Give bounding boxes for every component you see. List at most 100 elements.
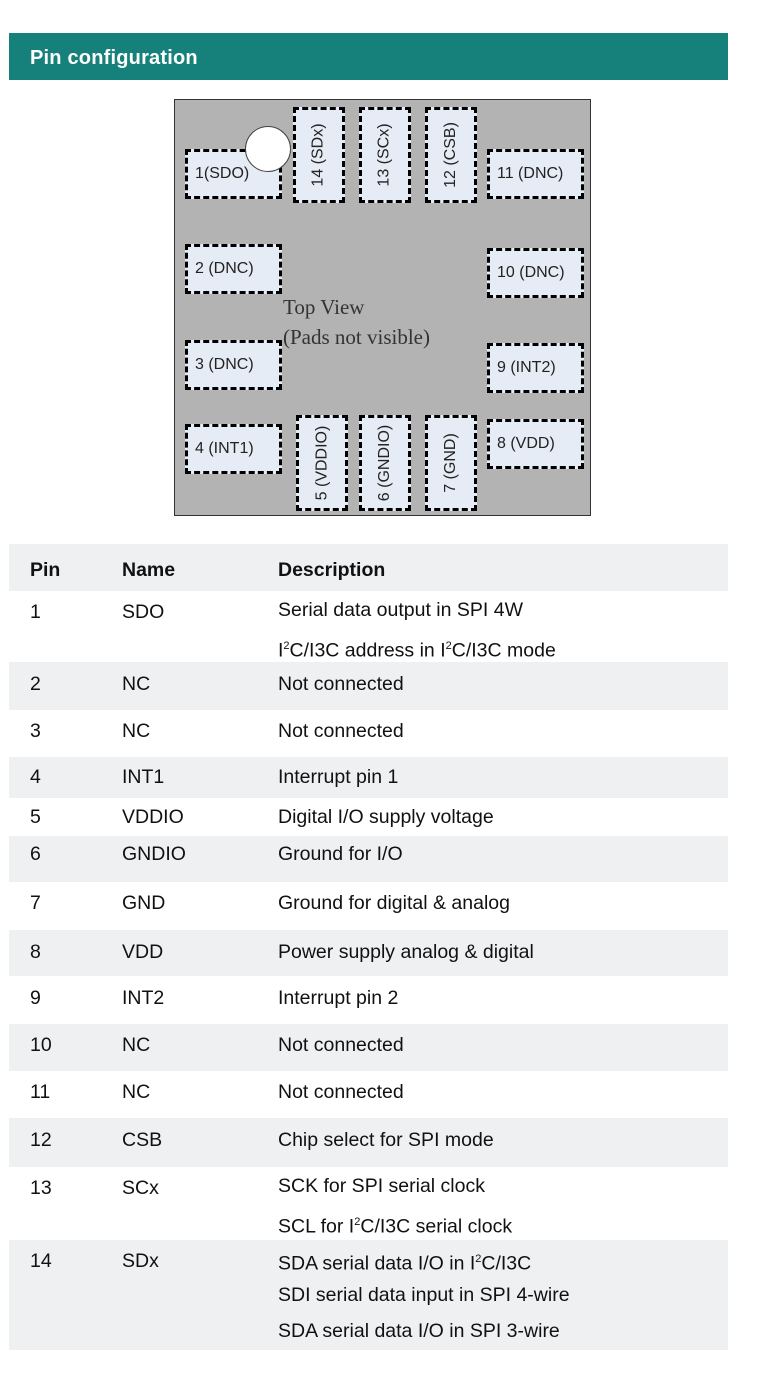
cell-description: Power supply analog & digital	[278, 941, 534, 963]
pad-9: 9 (INT2)	[487, 343, 584, 393]
cell-pin: 4	[30, 766, 41, 788]
pad-12: 12 (CSB)	[425, 107, 477, 203]
cell-description: Digital I/O supply voltage	[278, 806, 494, 828]
header-pin: Pin	[30, 559, 61, 581]
cell-name: GNDIO	[122, 843, 186, 865]
desc-line: SCL for I2C/I3C serial clock	[278, 1215, 513, 1238]
cell-pin: 13	[30, 1177, 52, 1199]
table-row: 6 GNDIO Ground for I/O	[9, 836, 728, 882]
cell-name: NC	[122, 673, 151, 695]
cell-name: INT1	[122, 766, 165, 788]
pad-3: 3 (DNC)	[185, 340, 282, 390]
pad-4-label: 4 (INT1)	[195, 440, 254, 457]
cell-pin: 14	[30, 1250, 52, 1272]
pad-12-label: 12 (CSB)	[442, 122, 460, 188]
pad-3-label: 3 (DNC)	[195, 356, 254, 373]
cell-pin: 6	[30, 843, 41, 865]
package-diagram: 1(SDO) 2 (DNC) 3 (DNC) 4 (INT1) 5 (VDDIO…	[174, 99, 591, 516]
table-row: 8 VDD Power supply analog & digital	[9, 930, 728, 976]
cell-pin: 7	[30, 892, 41, 914]
cell-description: Ground for digital & analog	[278, 892, 510, 914]
pad-4: 4 (INT1)	[185, 424, 282, 474]
cell-description: Chip select for SPI mode	[278, 1129, 494, 1151]
pad-2: 2 (DNC)	[185, 244, 282, 294]
cell-pin: 12	[30, 1129, 52, 1151]
pad-8: 8 (VDD)	[487, 419, 584, 469]
cell-description: Not connected	[278, 1034, 404, 1056]
cell-description: Serial data output in SPI 4W I2C/I3C add…	[278, 592, 556, 664]
pad-2-label: 2 (DNC)	[195, 260, 254, 277]
cell-description: Not connected	[278, 1081, 404, 1103]
cell-pin: 11	[30, 1081, 51, 1103]
section-header: Pin configuration	[9, 33, 728, 80]
desc-line: I2C/I3C address in I2C/I3C mode	[278, 639, 556, 662]
desc-line: Serial data output in SPI 4W	[278, 599, 523, 621]
cell-description: Ground for I/O	[278, 843, 403, 865]
cell-description: SCK for SPI serial clock SCL for I2C/I3C…	[278, 1168, 512, 1240]
table-row: 7 GND Ground for digital & analog	[9, 882, 728, 930]
cell-description: Interrupt pin 1	[278, 766, 399, 788]
pad-7-label: 7 (GND)	[442, 433, 459, 493]
pad-5: 5 (VDDIO)	[296, 415, 348, 511]
cell-description: SDA serial data I/O in I2C/I3C SDI seria…	[278, 1241, 570, 1349]
pin1-marker	[245, 126, 291, 172]
top-view-caption: Top View (Pads not visible)	[283, 292, 430, 352]
pad-6-label: 6 (GNDIO)	[376, 424, 394, 502]
section-title: Pin configuration	[30, 47, 198, 69]
cell-pin: 10	[30, 1034, 52, 1056]
pad-11: 11 (DNC)	[487, 149, 584, 199]
table-row: 4 INT1 Interrupt pin 1	[9, 757, 728, 798]
cell-description: Not connected	[278, 673, 404, 695]
pad-14: 14 (SDx)	[293, 107, 345, 203]
cell-name: SCx	[122, 1177, 159, 1199]
header-description: Description	[278, 559, 386, 581]
table-header-row: Pin Name Description	[9, 544, 728, 591]
cell-name: NC	[122, 1081, 151, 1103]
table-row: 12 CSB Chip select for SPI mode	[9, 1118, 728, 1167]
cell-name: GND	[122, 892, 166, 914]
cell-name: SDO	[122, 601, 165, 623]
cell-name: VDDIO	[122, 806, 184, 828]
desc-line: SCK for SPI serial clock	[278, 1175, 485, 1197]
cell-description: Interrupt pin 2	[278, 987, 399, 1009]
pad-5-label: 5 (VDDIO)	[313, 425, 331, 501]
cell-name: INT2	[122, 987, 165, 1009]
cell-name: NC	[122, 720, 151, 742]
top-view-line2: (Pads not visible)	[283, 325, 430, 349]
table-row: 1 SDO Serial data output in SPI 4W I2C/I…	[9, 591, 728, 662]
pad-14-label: 14 (SDx)	[310, 123, 327, 187]
pad-1-label: 1(SDO)	[195, 165, 250, 182]
pad-7: 7 (GND)	[425, 415, 477, 511]
cell-pin: 9	[30, 987, 41, 1009]
cell-name: VDD	[122, 941, 164, 963]
table-row: 3 NC Not connected	[9, 710, 728, 757]
cell-pin: 8	[30, 941, 41, 963]
pad-6: 6 (GNDIO)	[359, 415, 411, 511]
desc-line: SDA serial data I/O in I2C/I3C	[278, 1252, 532, 1275]
cell-pin: 2	[30, 673, 41, 695]
table-row: 5 VDDIO Digital I/O supply voltage	[9, 798, 728, 836]
table-row: 9 INT2 Interrupt pin 2	[9, 976, 728, 1024]
cell-name: CSB	[122, 1129, 163, 1151]
table-row: 14 SDx SDA serial data I/O in I2C/I3C SD…	[9, 1240, 728, 1350]
cell-description: Not connected	[278, 720, 404, 742]
pad-11-label: 11 (DNC)	[497, 165, 564, 182]
pad-13-label: 13 (SCx)	[376, 123, 393, 187]
top-view-line1: Top View	[283, 295, 365, 319]
pad-10-label: 10 (DNC)	[497, 264, 565, 281]
cell-name: SDx	[122, 1250, 159, 1272]
table-row: 2 NC Not connected	[9, 662, 728, 710]
header-name: Name	[122, 559, 176, 581]
cell-pin: 5	[30, 806, 41, 828]
pad-9-label: 9 (INT2)	[497, 359, 556, 376]
cell-name: NC	[122, 1034, 151, 1056]
table-row: 11 NC Not connected	[9, 1071, 728, 1118]
desc-line: SDI serial data input in SPI 4-wire	[278, 1284, 570, 1306]
pin-table: Pin Name Description 1 SDO Serial data o…	[9, 544, 728, 1350]
pad-8-label: 8 (VDD)	[497, 435, 555, 452]
table-row: 13 SCx SCK for SPI serial clock SCL for …	[9, 1167, 728, 1240]
cell-pin: 1	[30, 601, 41, 623]
cell-pin: 3	[30, 720, 41, 742]
pad-13: 13 (SCx)	[359, 107, 411, 203]
desc-line: SDA serial data I/O in SPI 3-wire	[278, 1320, 560, 1342]
